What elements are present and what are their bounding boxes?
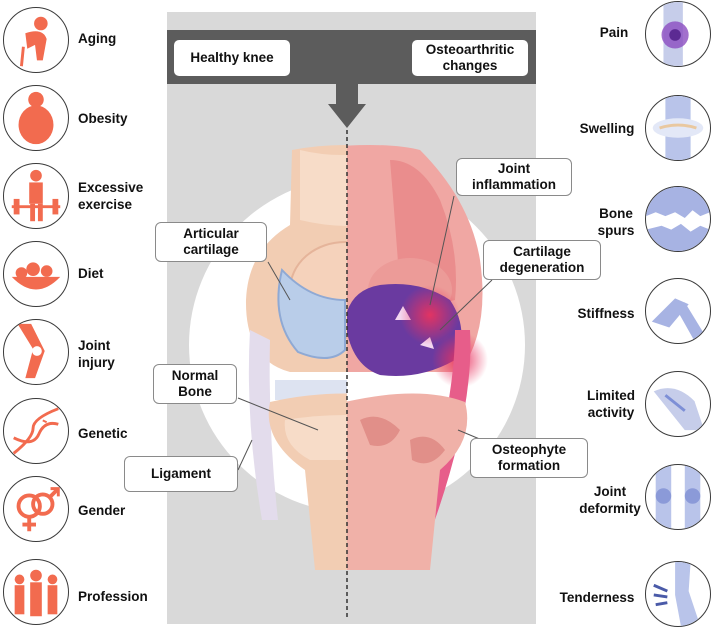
- risk-label-gender: Gender: [78, 503, 126, 518]
- osteoarthritic-changes-header: Osteoarthritic changes: [412, 40, 528, 76]
- callout-osteophyte-formation: Osteophyte formation: [470, 438, 588, 478]
- risk-label-genetic: Genetic: [78, 426, 128, 441]
- callout-leaders: [237, 195, 495, 471]
- down-arrow-icon: [328, 84, 366, 128]
- callout-cartilage-degeneration: Cartilage degeneration: [483, 240, 601, 280]
- risk-label-profession: Profession: [78, 589, 148, 604]
- stiff-knee-icon: [645, 278, 711, 344]
- aging-icon: [3, 7, 69, 73]
- risk-label-obesity: Obesity: [78, 111, 128, 126]
- deformed-knees-icon: [645, 464, 711, 530]
- symptom-label-pain: Pain: [599, 25, 629, 40]
- risk-label-joint-injury: Joint injury: [78, 338, 115, 370]
- risk-label-diet: Diet: [78, 266, 104, 281]
- obesity-icon: [3, 85, 69, 151]
- swollen-joint-icon: [645, 95, 711, 161]
- food-bowl-icon: [3, 241, 69, 307]
- weightlifting-icon: [3, 163, 69, 229]
- callout-joint-inflammation: Joint inflammation: [456, 158, 572, 196]
- workers-group-icon: [3, 559, 69, 625]
- painful-knee-icon: [645, 1, 711, 67]
- callout-ligament: Ligament: [124, 456, 238, 492]
- osteoarthritic-knee-half: [347, 145, 488, 570]
- symptom-label-limited-activity: Limited activity: [586, 388, 635, 420]
- injured-knee-icon: [3, 319, 69, 385]
- symptom-label-bone-spurs: Bone spurs: [597, 206, 635, 238]
- dna-icon: [3, 398, 69, 464]
- symptom-label-joint-deformity: Joint deformity: [579, 484, 641, 516]
- symptom-label-swelling: Swelling: [579, 121, 635, 136]
- symptom-label-tenderness: Tenderness: [559, 590, 635, 605]
- risk-label-aging: Aging: [78, 31, 117, 46]
- callout-normal-bone: Normal Bone: [153, 364, 237, 404]
- risk-label-excessive-exercise: Excessive exercise: [78, 180, 144, 212]
- gender-symbols-icon: [3, 476, 69, 542]
- healthy-knee-header: Healthy knee: [174, 40, 290, 76]
- callout-articular-cartilage: Articular cartilage: [155, 222, 267, 262]
- limited-activity-icon: [645, 371, 711, 437]
- bone-spurs-icon: [645, 186, 711, 252]
- symptom-label-stiffness: Stiffness: [577, 306, 635, 321]
- healthy-knee-half: [245, 145, 347, 570]
- tender-knee-icon: [645, 561, 711, 627]
